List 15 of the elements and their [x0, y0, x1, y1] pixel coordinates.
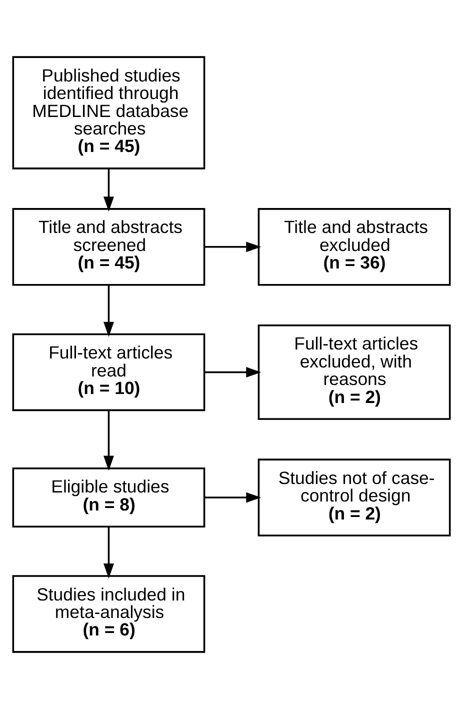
node-box: Title and abstracts screened (n = 45): [12, 208, 206, 286]
node-box: Studies not of case-control design (n = 2): [258, 458, 451, 536]
arrow: [204, 492, 262, 503]
node-box: Full-text articles excluded, with reasons (n = 2): [258, 324, 451, 420]
node-box: Eligible studies (n = 8): [12, 468, 206, 528]
arrow: [204, 366, 262, 378]
arrow: [204, 242, 262, 252]
arrow: [104, 285, 114, 337]
arrow: [104, 410, 114, 471]
node-box: Full-text articles read (n = 10): [12, 333, 206, 412]
node-box: Published studies identified through MEDLINE database searches (n = 45): [12, 56, 206, 170]
arrow: [104, 526, 114, 578]
node-box: Title and abstracts excluded (n = 36): [258, 208, 451, 286]
node-box: Studies included in meta-analysis (n = 6): [12, 575, 206, 653]
arrow: [104, 168, 114, 212]
